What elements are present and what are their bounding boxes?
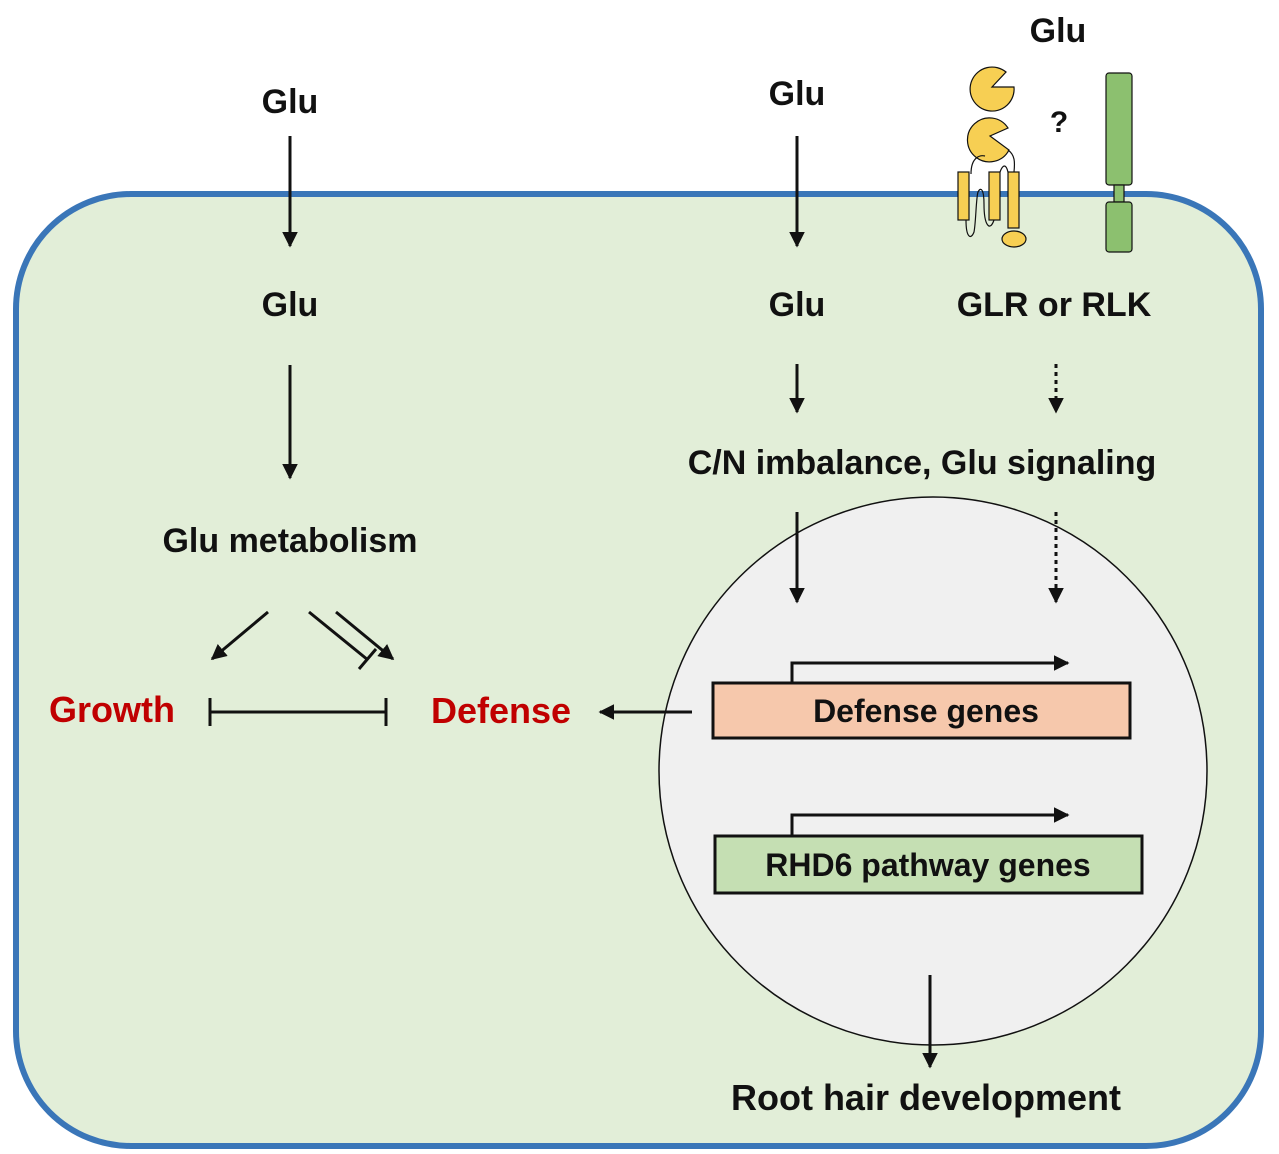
inhibit-metabolism-defense [308,610,369,662]
defense-gene-tss-arrow [790,655,1070,682]
glu-mid-inside-label: Glu [769,286,826,324]
inhibit-bar [357,648,378,670]
glu-mid-outside-label: Glu [769,75,826,113]
rhd6-gene-tss-arrow [790,807,1070,836]
arrow-metabolism-to-defense [335,610,395,661]
glu-left-inside-label: Glu [262,286,319,324]
glr-receptor-icon [957,66,1027,248]
cn-imbalance-signaling-label: C/N imbalance, Glu signaling [688,444,1157,482]
glu-top-right-label: Glu [1030,12,1087,50]
arrow-metabolism-to-growth [210,610,269,661]
defense-label: Defense [431,690,571,731]
rhd6-genes-label: RHD6 pathway genes [765,847,1090,883]
rlk-receptor-icon [1105,72,1133,253]
glu-left-outside-label: Glu [262,83,319,121]
defense-genes-box [711,681,1132,740]
receptor-label: GLR or RLK [957,286,1152,324]
root-hair-development-label: Root hair development [731,1077,1121,1118]
question-mark-label: ? [1050,106,1068,139]
defense-genes-label: Defense genes [813,693,1039,729]
growth-label: Growth [49,689,175,730]
nucleus [658,496,1208,1046]
rhd6-genes-box [713,834,1144,895]
glu-metabolism-label: Glu metabolism [162,522,417,560]
